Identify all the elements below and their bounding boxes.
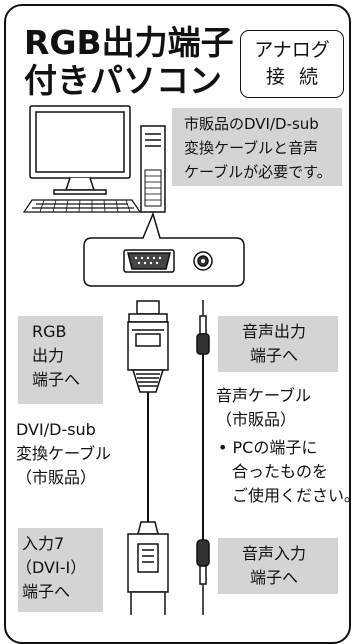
badge-line-1: アナログ xyxy=(254,39,330,61)
audio-in-label-background xyxy=(218,538,338,594)
title-line-1: RGB出力端子 xyxy=(24,23,234,62)
audio-jack-icon xyxy=(193,251,213,271)
audio-cable-line-1: 音声ケーブル xyxy=(216,386,312,405)
audio-cable-line-2: （市販品） xyxy=(216,410,297,429)
audio-plug-top-icon xyxy=(196,300,210,355)
audio-in-line-2: 端子へ xyxy=(250,568,299,587)
input7-label: 入力7 （DVI-I） 端子へ xyxy=(16,532,86,604)
badge-line-2: 接続 xyxy=(265,66,332,88)
bullet-line-2: 合ったものを xyxy=(232,462,329,481)
dsub-plug-icon xyxy=(127,300,169,393)
audio-out-line-1: 音声出力 xyxy=(242,322,307,341)
audio-in-label: 音声入力 端子へ xyxy=(242,542,306,590)
keyboard-icon xyxy=(22,199,142,213)
bullet-line-1: • PCの端子に xyxy=(218,438,318,457)
monitor-icon xyxy=(29,105,131,195)
input7-line-2: （DVI-I） xyxy=(16,558,87,577)
dvi-plug-icon xyxy=(127,521,169,615)
title-line-2: 付きパソコン xyxy=(24,61,222,100)
rgb-out-line-1: RGB xyxy=(32,322,67,341)
rgb-out-line-3: 端子へ xyxy=(32,370,81,389)
pc-tower-icon xyxy=(140,125,166,213)
analog-connection-badge: アナログ 接続 xyxy=(240,30,344,98)
audio-out-label-background xyxy=(218,316,338,372)
pc-note-line-3: ケーブルが必要です。 xyxy=(184,163,332,181)
dvi-cable-line-3: （市販品） xyxy=(16,468,97,487)
pc-note-text: 市販品のDVI/D-sub 変換ケーブルと音声 ケーブルが必要です。 xyxy=(184,112,332,184)
vga-port-icon xyxy=(123,249,175,273)
pc-note-background xyxy=(172,108,342,186)
rgb-out-line-2: 出力 xyxy=(32,346,65,365)
audio-cable-label: 音声ケーブル （市販品） xyxy=(216,384,311,432)
rgb-out-label: RGB 出力 端子へ xyxy=(32,320,80,392)
rgb-out-label-background xyxy=(18,316,103,404)
input7-line-3: 端子へ xyxy=(22,582,71,601)
input7-label-background xyxy=(18,528,103,612)
pc-note-line-2: 変換ケーブルと音声 xyxy=(184,139,319,157)
input7-line-1: 入力7 xyxy=(22,534,65,553)
audio-plug-bottom-icon xyxy=(196,539,210,615)
audio-in-line-1: 音声入力 xyxy=(242,544,307,563)
dvi-cable-line-2: 変換ケーブル xyxy=(16,444,112,463)
connection-diagram xyxy=(22,105,245,615)
bullet-line-3: ご使用ください。 xyxy=(232,486,357,505)
dvi-cable-label: DVI/D-sub 変換ケーブル （市販品） xyxy=(16,418,111,490)
audio-out-label: 音声出力 端子へ xyxy=(242,320,306,368)
pc-note-line-1: 市販品のDVI/D-sub xyxy=(184,115,319,133)
audio-out-line-2: 端子へ xyxy=(250,346,299,365)
dvi-cable-line-1: DVI/D-sub xyxy=(16,420,96,439)
pc-terminal-note: • PCの端子に 合ったものを ご使用ください。 xyxy=(218,436,357,508)
